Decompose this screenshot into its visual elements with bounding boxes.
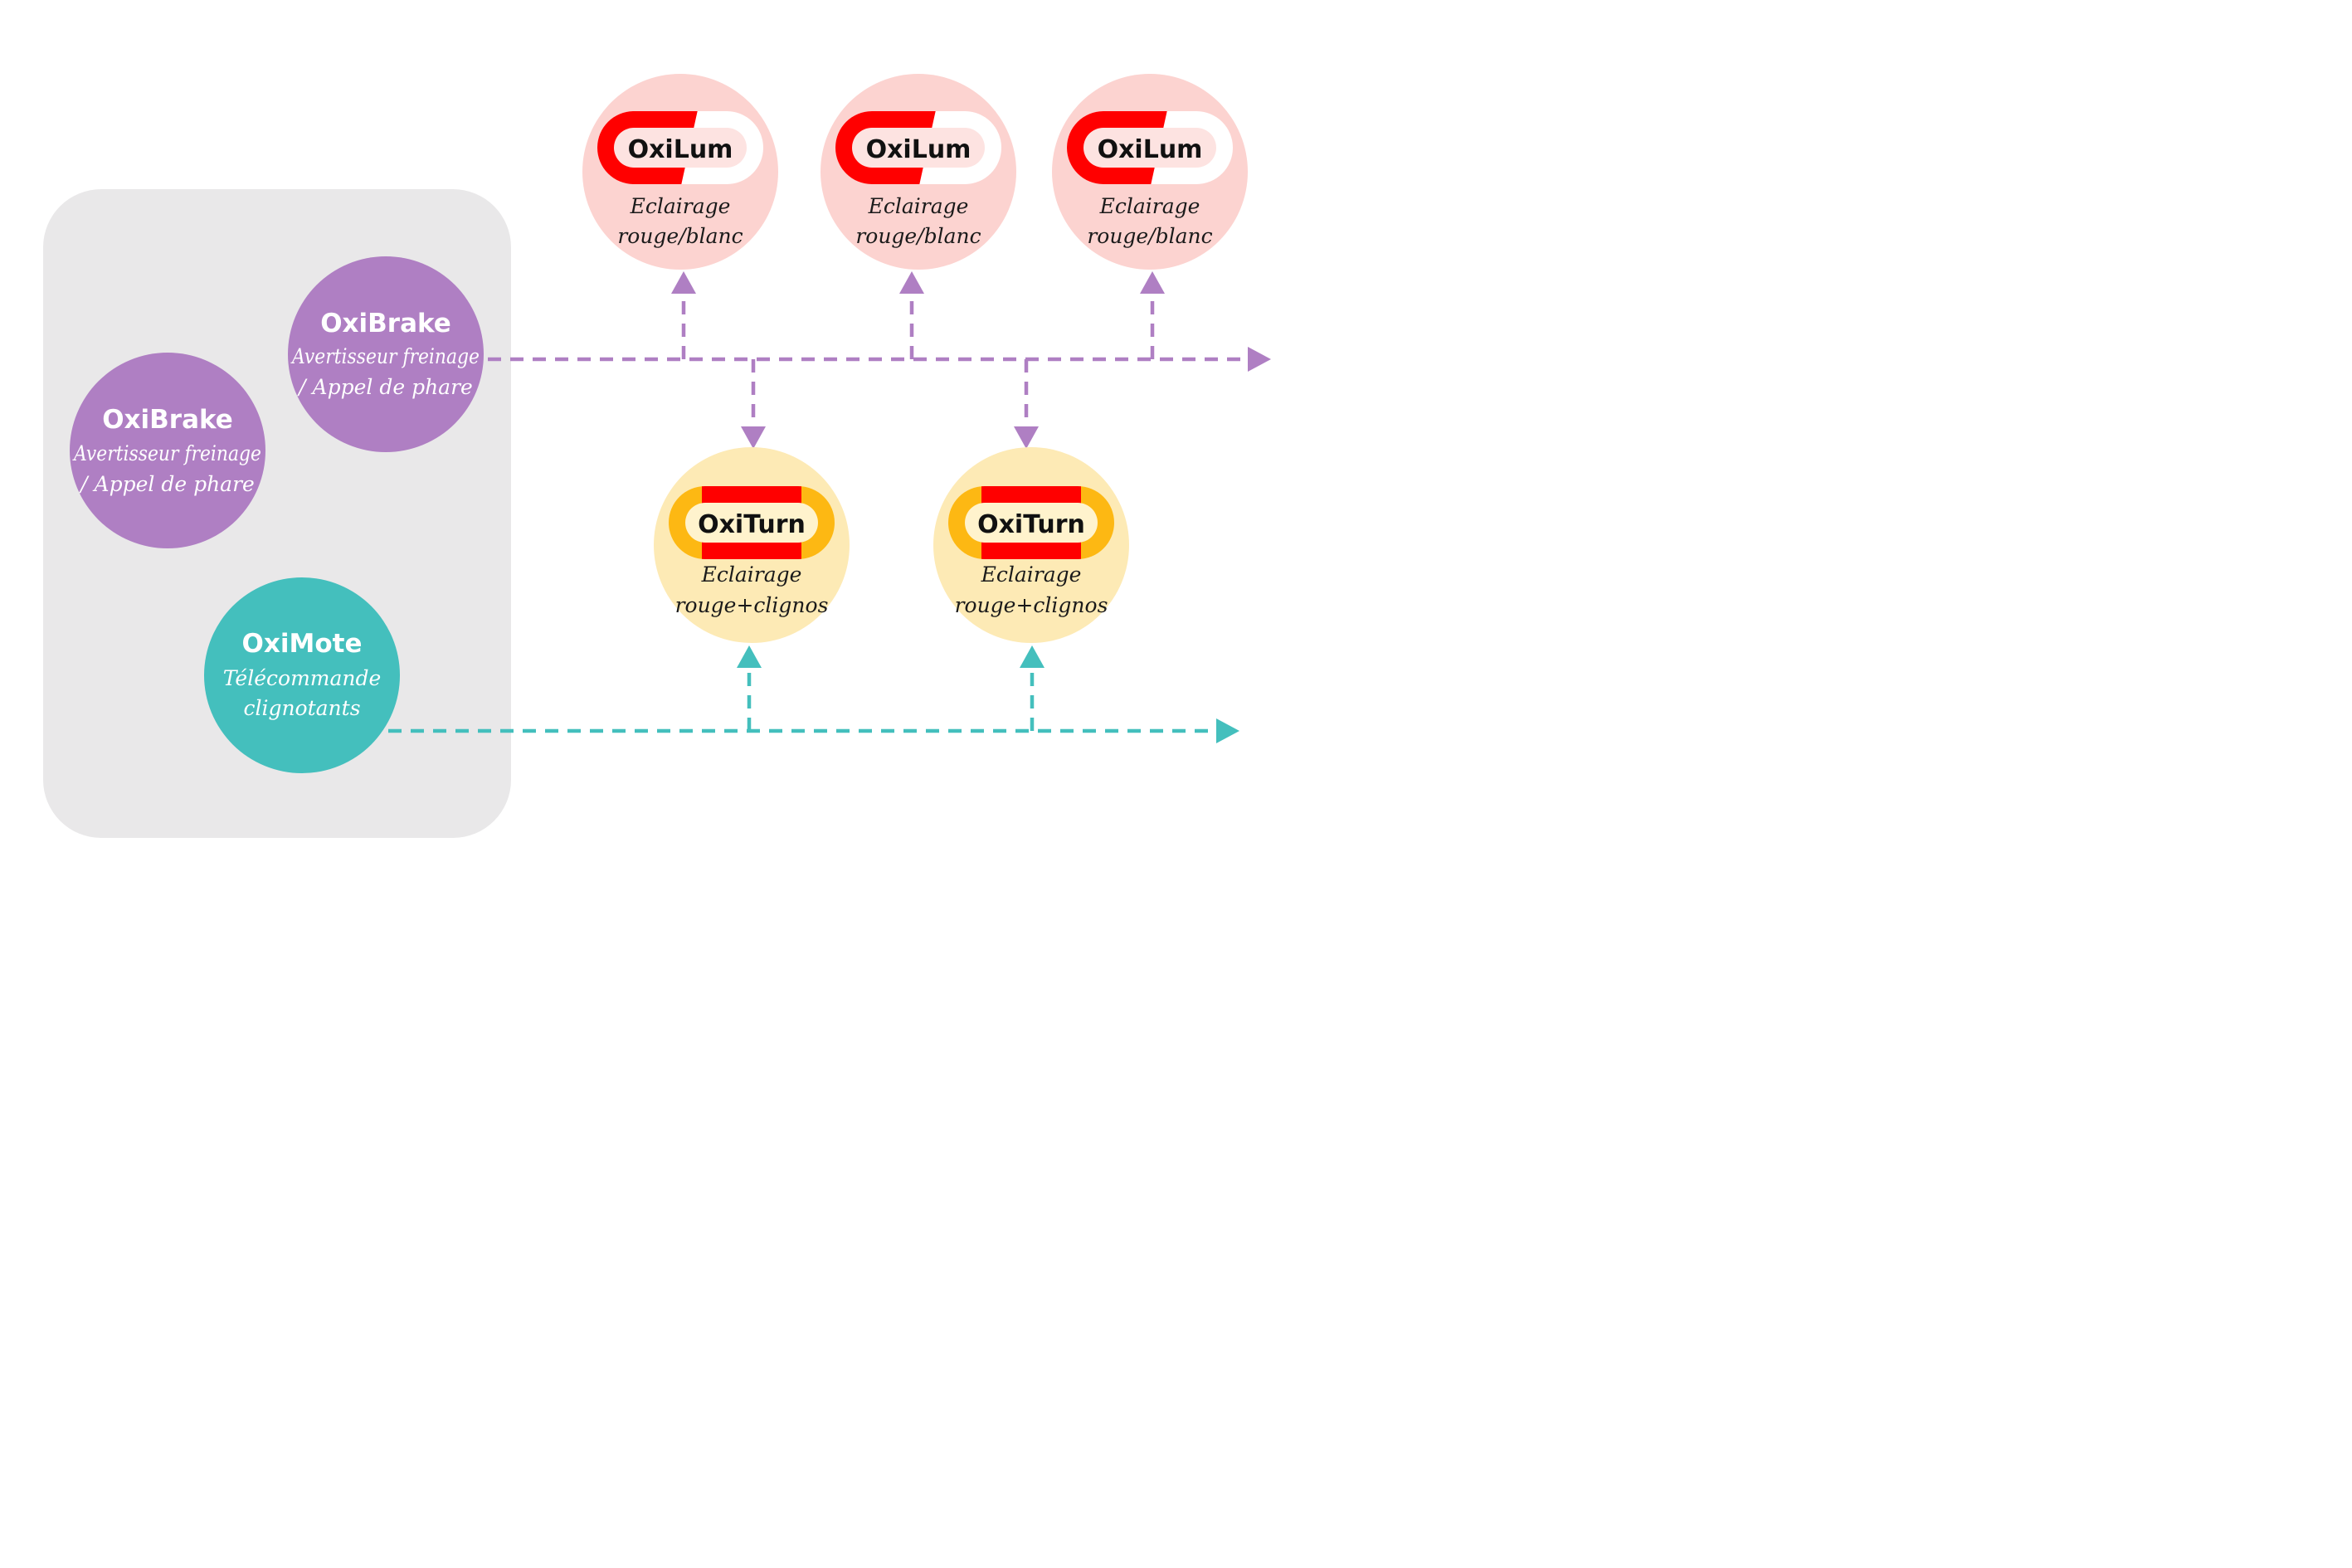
oxilum-2-desc-line1: Eclairage xyxy=(868,194,969,218)
oxibrake-rear-desc-line1: Avertisseur freinage xyxy=(72,441,261,465)
oxibrake-front-desc-line1: Avertisseur freinage xyxy=(290,344,480,368)
diagram-stage: OxiBrake Avertisseur freinage / Appel de… xyxy=(0,0,1288,874)
oxi-network-diagram: OxiBrake Avertisseur freinage / Appel de… xyxy=(43,74,1271,838)
oxilum-3-desc-line2: rouge/blanc xyxy=(1087,224,1212,248)
oximote-desc-line2: clignotants xyxy=(243,696,360,720)
oxibrake-front-desc-line2: / Appel de phare xyxy=(297,375,473,399)
oxilum-1-logo xyxy=(597,111,763,184)
oxibrake-rear-disc xyxy=(70,353,265,548)
oximote-disc xyxy=(204,577,400,773)
arrow-to-oxilum-1 xyxy=(671,271,696,294)
oxiturn-2-desc-line2: rouge+clignos xyxy=(955,593,1108,617)
arrow-to-oxiturn-2-purple xyxy=(1014,426,1039,449)
emitter-oximote: OxiMote Télécommande clignotants xyxy=(204,577,400,773)
oxiturn-2-logo-inner-pill xyxy=(965,503,1098,543)
oxilum-1-name: OxiLum xyxy=(628,135,733,164)
arrow-to-oxilum-3 xyxy=(1140,271,1165,294)
receiver-oxilum-1: OxiLum Eclairage rouge/blanc xyxy=(582,74,778,270)
emitter-oxibrake-front: OxiBrake Avertisseur freinage / Appel de… xyxy=(288,256,484,452)
oximote-bus-arrowhead xyxy=(1216,718,1239,743)
emitter-oxibrake-rear: OxiBrake Avertisseur freinage / Appel de… xyxy=(70,353,265,548)
oxiturn-2-desc-line1: Eclairage xyxy=(981,562,1082,587)
arrow-to-oxilum-2 xyxy=(899,271,924,294)
arrow-to-oxiturn-1-purple xyxy=(741,426,766,449)
oxiturn-2-logo xyxy=(948,486,1114,559)
oxiturn-1-logo-inner-pill xyxy=(685,503,818,543)
arrow-to-oxiturn-2-teal xyxy=(1020,645,1045,668)
oxilum-2-desc-line2: rouge/blanc xyxy=(855,224,981,248)
receiver-oxilum-2: OxiLum Eclairage rouge/blanc xyxy=(821,74,1016,270)
connection-lines xyxy=(388,271,1271,743)
oxibrake-rear-desc-line2: / Appel de phare xyxy=(79,472,255,496)
oximote-name: OxiMote xyxy=(242,629,363,659)
oxilum-1-desc-line1: Eclairage xyxy=(630,194,731,218)
receiver-oxilum-3: OxiLum Eclairage rouge/blanc xyxy=(1052,74,1248,270)
oxilum-2-logo xyxy=(835,111,1001,184)
oxiturn-2-name: OxiTurn xyxy=(977,510,1085,539)
oximote-desc-line1: Télécommande xyxy=(223,666,382,690)
oxilum-2-name: OxiLum xyxy=(866,135,971,164)
oxilum-1-logo-inner-pill xyxy=(614,128,747,168)
oxiturn-1-name: OxiTurn xyxy=(698,510,806,539)
oxiturn-1-desc-line2: rouge+clignos xyxy=(675,593,829,617)
oxibrake-front-name: OxiBrake xyxy=(320,309,451,338)
oxibrake-rear-name: OxiBrake xyxy=(102,405,233,435)
oxilum-1-desc-line2: rouge/blanc xyxy=(617,224,743,248)
oxibrake-front-disc xyxy=(288,256,484,452)
receiver-oxiturn-2: OxiTurn Eclairage rouge+clignos xyxy=(933,447,1129,643)
oxilum-3-desc-line1: Eclairage xyxy=(1099,194,1200,218)
oxilum-3-logo xyxy=(1067,111,1233,184)
oxiturn-1-logo xyxy=(669,486,835,559)
oxilum-3-name: OxiLum xyxy=(1098,135,1203,164)
arrow-to-oxiturn-1-teal xyxy=(737,645,762,668)
receiver-oxiturn-1: OxiTurn Eclairage rouge+clignos xyxy=(654,447,850,643)
oxilum-2-logo-inner-pill xyxy=(852,128,985,168)
oxibrake-bus-arrowhead xyxy=(1248,347,1271,372)
oxilum-3-logo-inner-pill xyxy=(1083,128,1216,168)
oxiturn-1-desc-line1: Eclairage xyxy=(701,562,802,587)
